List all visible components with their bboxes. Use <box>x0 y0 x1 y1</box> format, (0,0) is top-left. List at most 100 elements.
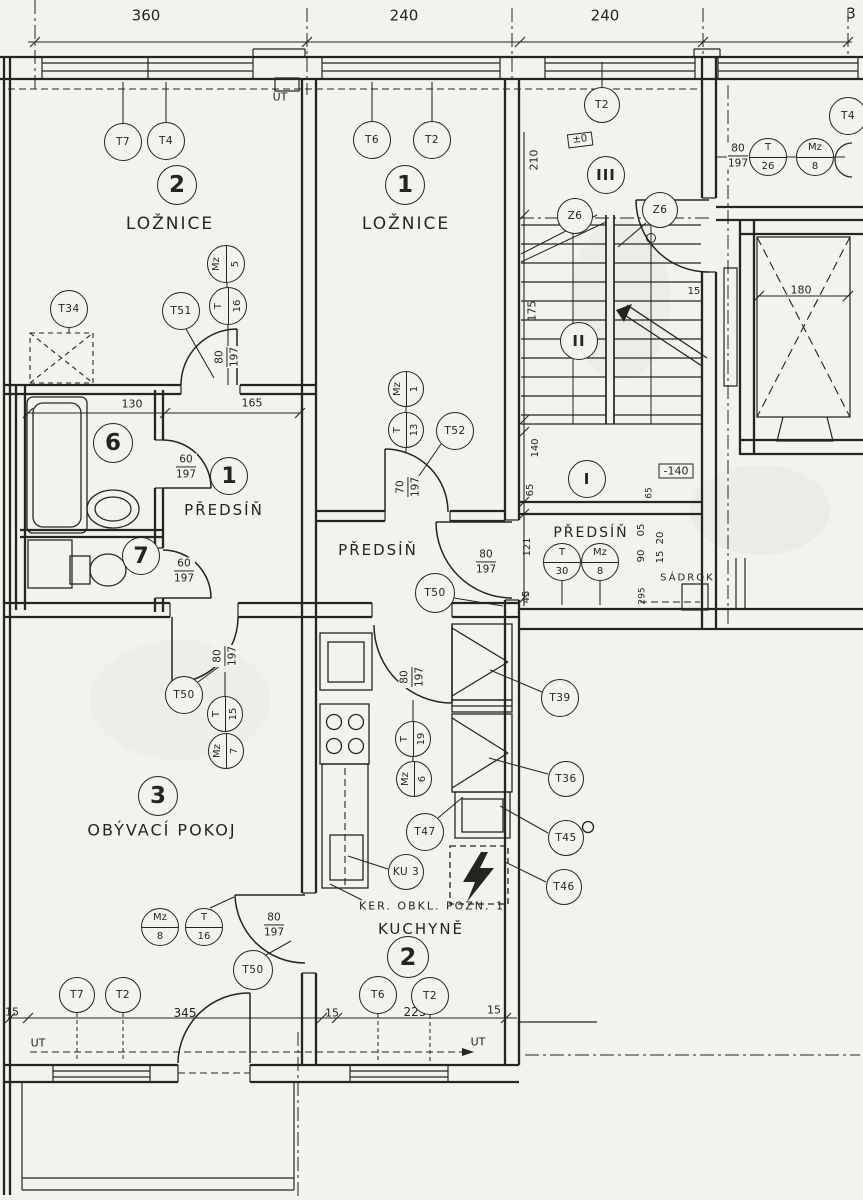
marker-T51: T51 <box>162 292 200 330</box>
marker-T50: T50 <box>233 950 273 990</box>
marker-3: 3 <box>138 776 178 816</box>
dim-15-bottom-right: 15 <box>487 1003 501 1017</box>
dim-130: 130 <box>121 397 143 411</box>
marker-II: II <box>560 322 598 360</box>
stair-arrow <box>619 304 708 367</box>
marker-T2: T2 <box>411 977 449 1015</box>
marker-2: 2 <box>387 936 429 978</box>
lightning-bolt-icon <box>463 852 494 902</box>
dim-3-cut: 3 <box>846 4 856 23</box>
marker-T4: T4 <box>829 97 863 135</box>
stair-stringer <box>605 215 615 424</box>
marker-T7: T7 <box>59 977 95 1013</box>
dim-15-entry: 15 <box>655 550 666 564</box>
marker-I: I <box>568 460 606 498</box>
marker-T50: T50 <box>415 573 455 613</box>
marker-T7: T7 <box>104 123 142 161</box>
vent-shaft-2 <box>451 713 513 793</box>
bathtub <box>26 396 88 534</box>
axis-lines <box>34 0 860 1198</box>
wc-cabinet <box>27 539 73 589</box>
marker-Z6: Z6 <box>642 192 678 228</box>
dim-15-bottom-mid: 15 <box>325 1006 339 1020</box>
elevator-and-dashed <box>8 0 860 1198</box>
ut-top: UT <box>272 90 288 104</box>
room-loznice-2: LOŽNICE <box>125 214 215 234</box>
dim-90: 90 <box>636 549 647 563</box>
elevator-x <box>756 236 851 418</box>
marker-T50: T50 <box>165 676 203 714</box>
dim-45: 45 <box>521 590 532 604</box>
room-kuchyne: KUCHYNĚ <box>377 920 465 938</box>
door-bedroom1-arc <box>384 448 449 513</box>
marker-T2: T2 <box>584 87 620 123</box>
room-predsin-1: PŘEDSÍŇ <box>184 501 264 519</box>
dim-210: 210 <box>527 149 541 171</box>
dim-65-stair: 65 <box>525 483 536 497</box>
dim-180-elevator: 180 <box>790 283 812 297</box>
marker-T47: T47 <box>406 813 444 851</box>
staircase <box>520 214 708 424</box>
marker-KU3: KU 3 <box>388 854 424 890</box>
marker-T46: T46 <box>546 869 582 905</box>
marker-T6: T6 <box>359 976 397 1014</box>
marker-Z6: Z6 <box>557 198 593 234</box>
marker-2: 2 <box>157 165 197 205</box>
room-loznice-1: LOŽNICE <box>361 214 451 234</box>
toilet <box>89 553 127 587</box>
dim-121: 121 <box>522 537 533 557</box>
door-kitchen-arc <box>373 624 453 704</box>
marker-T36: T36 <box>548 761 584 797</box>
level-minus-140: -140 <box>658 463 694 479</box>
marker-leaders-dashed <box>76 1013 431 1062</box>
kitchen-counter <box>321 763 369 889</box>
marker-leaders <box>68 62 845 956</box>
ut-bottom-left: UT <box>30 1036 46 1050</box>
marker-III: III <box>587 156 625 194</box>
fridge <box>454 791 511 839</box>
dim-05: 05 <box>636 523 647 537</box>
marker-T2: T2 <box>105 977 141 1013</box>
room-obyvaci-pokoj: OBÝVACÍ POKOJ <box>87 820 237 840</box>
dim-165: 165 <box>241 396 263 410</box>
dim-15-stair: 15 <box>687 286 701 297</box>
dim-175: 175 <box>525 300 539 322</box>
marker-T45: T45 <box>548 820 584 856</box>
room-predsin-2: PŘEDSÍŇ <box>338 541 418 559</box>
kitchen-sink <box>319 632 373 691</box>
dim-140: 140 <box>530 438 541 458</box>
loggia-window-x <box>29 332 94 384</box>
washbasin <box>86 489 140 529</box>
door-balcony-arc <box>177 992 251 1064</box>
dim-240-a: 240 <box>389 6 419 25</box>
marker-6: 6 <box>93 423 133 463</box>
dim-345: 345 <box>173 1006 197 1020</box>
dim-20: 20 <box>655 531 666 545</box>
marker-T6: T6 <box>353 121 391 159</box>
marker-1: 1 <box>385 165 425 205</box>
marker-T39: T39 <box>541 679 579 717</box>
marker-T4: T4 <box>147 122 185 160</box>
heating-lines <box>8 88 700 1074</box>
note-sadrok: SÁDROK. <box>660 572 720 584</box>
dim-295: 295 <box>637 587 648 605</box>
door-wc-arc <box>162 549 212 599</box>
